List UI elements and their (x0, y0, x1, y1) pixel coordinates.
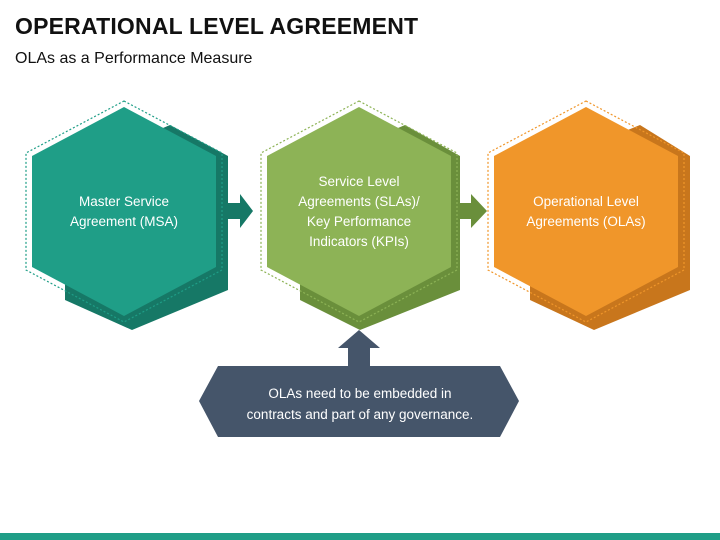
hexagon-sla-kpi-label-line-1: Service Level (318, 174, 400, 189)
arrow-right-icon-1 (227, 194, 253, 228)
callout-line-2: contracts and part of any governance. (246, 407, 474, 422)
hexagon-sla-kpi-label: Service Level Agreements (SLAs)/ Key Per… (282, 165, 436, 259)
hexagon-ola-label: Operational Level Agreements (OLAs) (512, 165, 660, 259)
hexagon-msa-label-line-1: Master Service (78, 194, 169, 209)
hexagon-ola-body (494, 107, 678, 316)
hexagon-msa (25, 100, 228, 330)
hexagon-sla-kpi-label-line-4: Indicators (KPIs) (309, 234, 409, 249)
hexagon-ola-label-line-2: Agreements (OLAs) (526, 214, 646, 229)
callout-box (199, 366, 519, 437)
hexagon-msa-label-line-2: Agreement (MSA) (69, 214, 179, 229)
bottom-accent-bar (0, 533, 720, 540)
hexagon-sla-kpi-label-line-2: Agreements (SLAs)/ (298, 194, 420, 209)
slide-subtitle: OLAs as a Performance Measure (15, 50, 253, 67)
hexagon-msa-body (32, 107, 216, 316)
hexagon-sla-kpi-label-line-3: Key Performance (306, 214, 412, 229)
hexagon-ola-label-line-1: Operational Level (533, 194, 639, 209)
callout-line-1: OLAs need to be embedded in (268, 386, 452, 401)
arrow-up-icon (338, 330, 380, 366)
hexagon-ola (487, 100, 690, 330)
hexagon-sla-kpi-body (267, 107, 451, 316)
arrow-right-icon-2 (458, 194, 487, 228)
callout-text: OLAs need to be embedded in contracts an… (215, 372, 505, 436)
hexagon-sla-kpi (260, 100, 460, 330)
hexagon-msa-label: Master Service Agreement (MSA) (52, 165, 196, 259)
slide-title: OPERATIONAL LEVEL AGREEMENT (15, 13, 419, 39)
